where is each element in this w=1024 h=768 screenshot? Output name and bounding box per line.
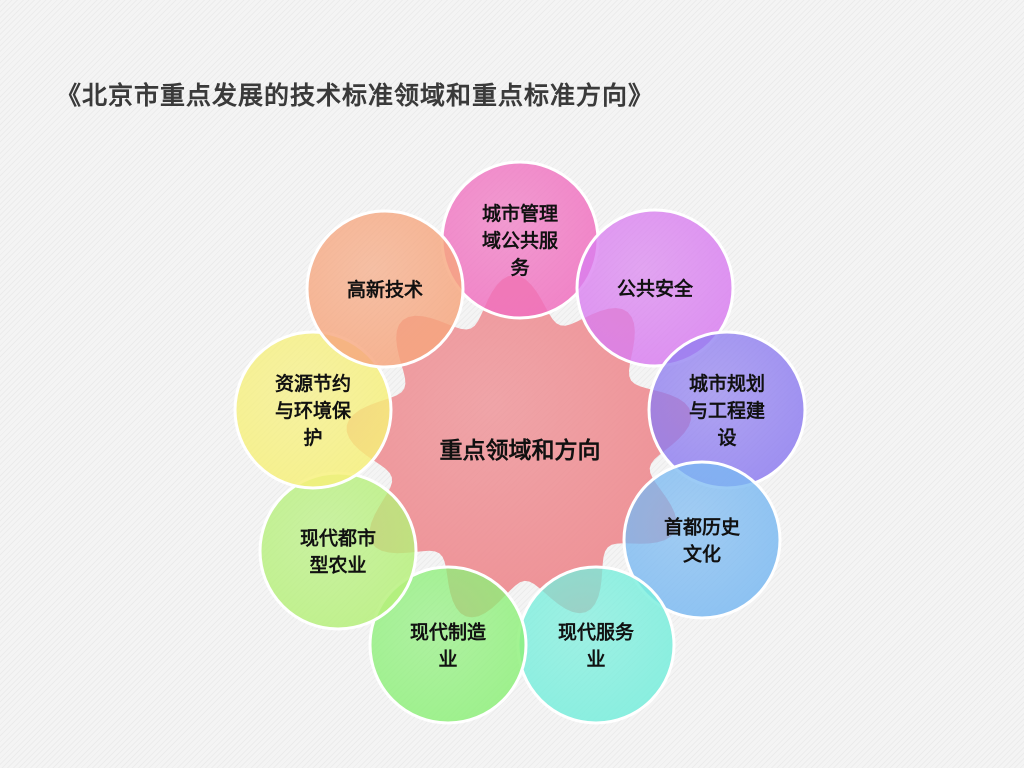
center-label: 重点领域和方向	[440, 437, 601, 464]
node-circle-8	[233, 330, 393, 490]
slide-title: 《北京市重点发展的技术标准领域和重点标准方向》	[56, 81, 655, 110]
node-circle-2	[575, 208, 735, 368]
node-label-3: 城市规划与工程建设	[689, 372, 765, 449]
node-label-9: 高新技术	[347, 278, 423, 301]
node-label-4: 首都历史文化	[664, 516, 741, 566]
node-label-5: 现代服务业	[558, 621, 635, 671]
node-circle-7	[258, 471, 418, 631]
node-label-8: 资源节约与环境保护	[275, 372, 352, 449]
node-circle-5	[516, 565, 676, 725]
node-label-1: 城市管理域公共服务	[482, 202, 559, 279]
node-label-2: 公共安全	[617, 277, 694, 300]
node-circle-9	[305, 209, 465, 369]
node-circle-4	[622, 460, 782, 620]
node-label-7: 现代都市型农业	[300, 527, 376, 577]
node-circle-6	[368, 565, 528, 725]
node-label-6: 现代制造业	[410, 621, 487, 671]
center-shape	[346, 275, 692, 618]
